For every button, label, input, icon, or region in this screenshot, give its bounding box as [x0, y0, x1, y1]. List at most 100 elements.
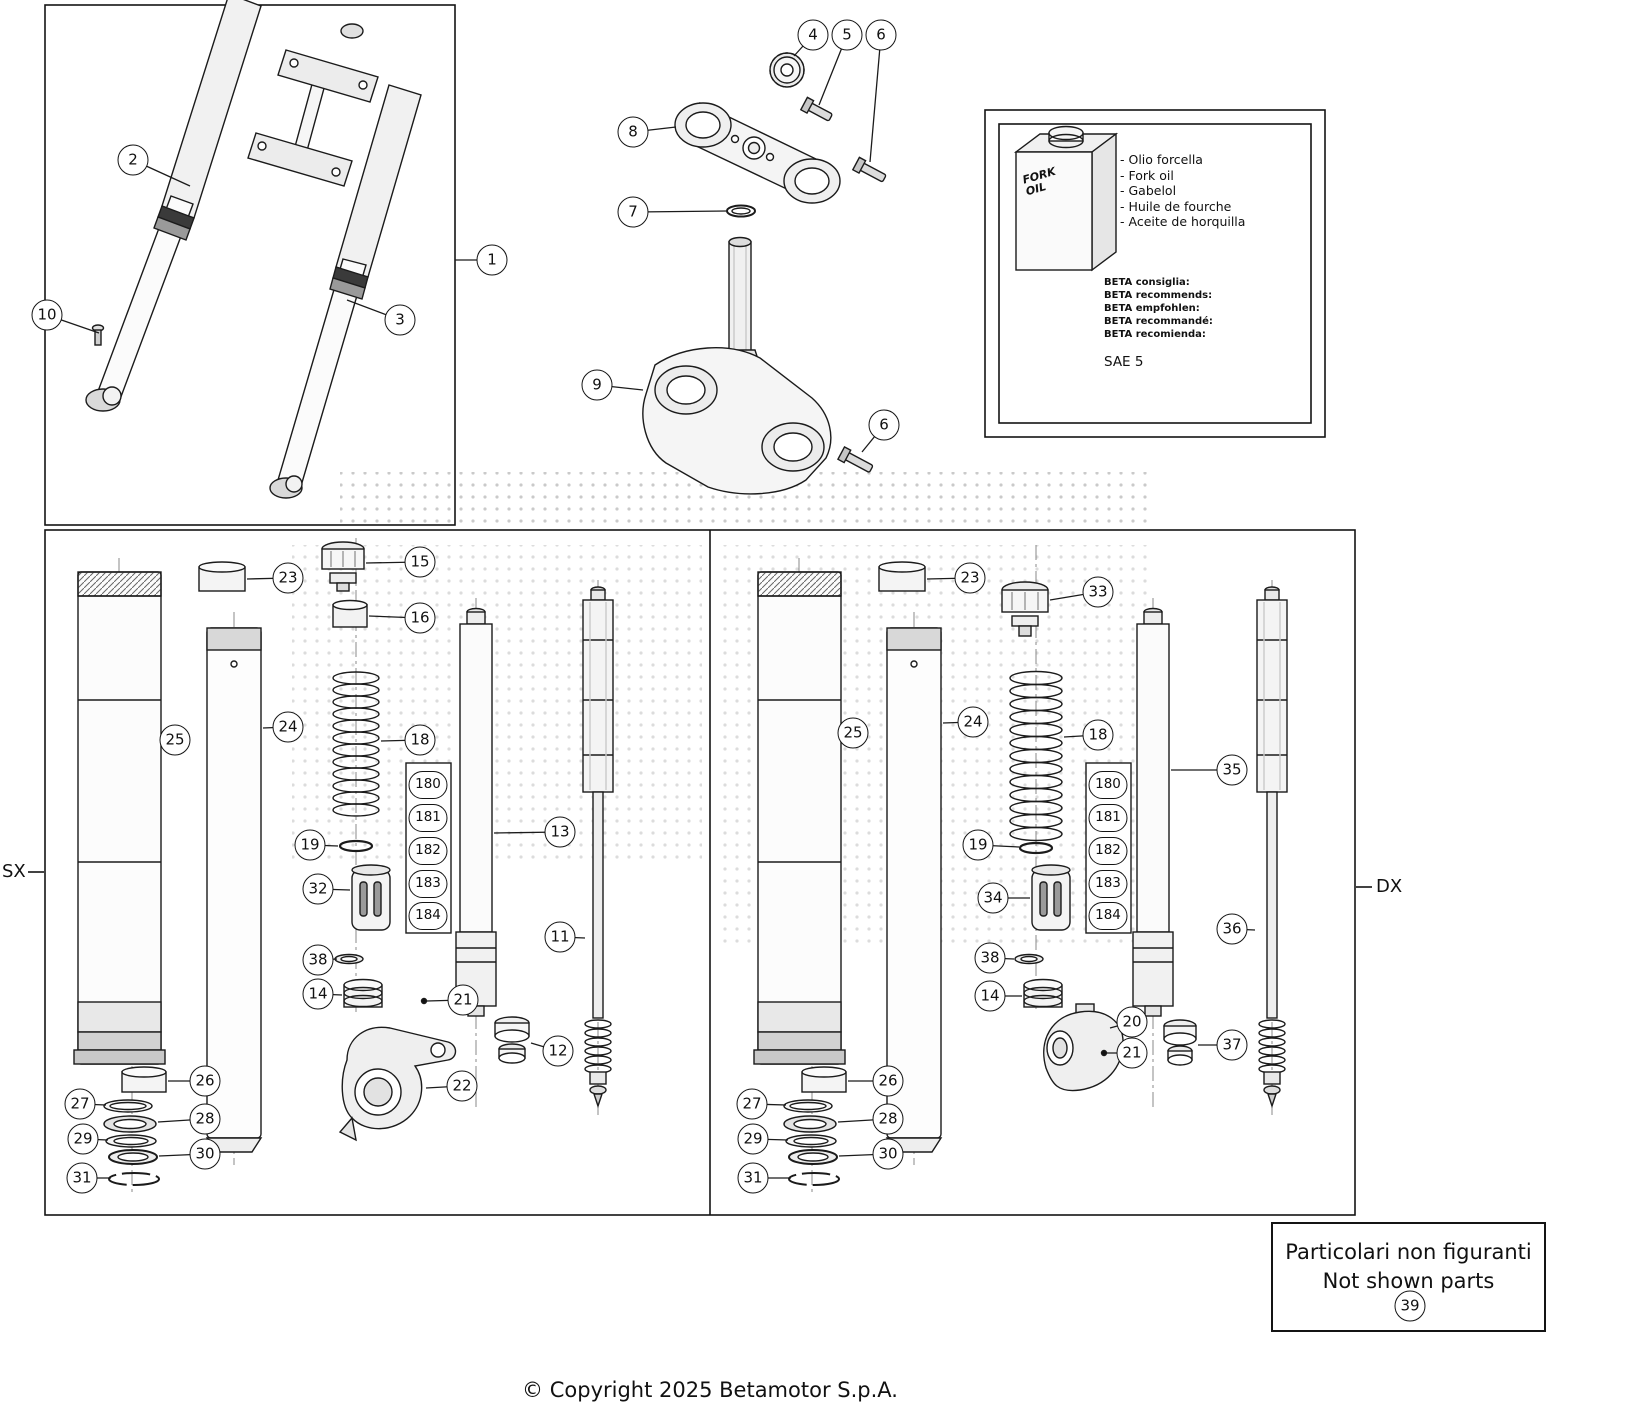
oil-name-line: - Aceite de horquilla [1120, 214, 1246, 229]
part-bushing-23-dx [878, 561, 926, 592]
beta-line: BETA recommends: [1104, 290, 1213, 301]
part-stack-12 [494, 1016, 530, 1064]
beta-line: BETA empfohlen: [1104, 303, 1200, 314]
leader-line-38 [989, 957, 1015, 960]
leader-line-22 [425, 1085, 463, 1089]
leader-line-19 [977, 844, 1020, 848]
part-valve-32 [351, 864, 391, 931]
leader-line-8 [632, 126, 677, 133]
oil-name-line: - Fork oil [1120, 167, 1174, 183]
leader-line-38 [317, 958, 338, 961]
part-spacer-16 [332, 599, 368, 628]
stem-nut [340, 23, 364, 39]
leader-line-28 [837, 1118, 889, 1123]
part-oring-19-dx [1018, 841, 1054, 855]
leader-line-10 [46, 314, 100, 334]
beta-recommendation-list: BETA consiglia: BETA recommends: BETA em… [1104, 276, 1213, 341]
leader-line-15 [365, 561, 421, 564]
part-cartridge-35 [1132, 607, 1174, 1017]
oil-name-list: - Olio forcella - Fork oil - Gabelol - H… [1120, 152, 1245, 230]
assembled-fork-illustration [85, 0, 422, 499]
oil-box-outer [984, 109, 1326, 438]
leader-line-2 [132, 159, 191, 187]
side-label-sx: SX [2, 861, 26, 882]
part-seat-14-dx [1023, 978, 1063, 1008]
part-bushing-23-sx [198, 561, 246, 592]
oil-name-line: - Olio forcella [1120, 152, 1203, 167]
side-label-dx: DX [1376, 876, 1403, 897]
leader-line-19 [309, 844, 339, 847]
leader-line-24 [942, 721, 974, 724]
part-damper-rod-36 [1256, 586, 1288, 1109]
leader-line-20 [1109, 1021, 1133, 1029]
leader-line-13 [493, 831, 561, 834]
part-cap-33 [1001, 581, 1049, 637]
leader-line-9 [596, 384, 644, 391]
sx-exploded-view [73, 541, 614, 1186]
leader-line-4 [793, 34, 814, 57]
seal-stack-sx [103, 1066, 167, 1186]
part-axle-holder-20 [1043, 1003, 1124, 1092]
beta-line: BETA recomienda: [1104, 329, 1206, 340]
oil-name-line: - Huile de fourche [1120, 198, 1232, 214]
seal-stack-dx [783, 1066, 847, 1186]
leader-line-6 [869, 34, 882, 163]
leader-line-28 [157, 1118, 206, 1123]
leader-line-11 [559, 936, 586, 939]
copyright-text: © Copyright 2025 Betamotor S.p.A. [522, 1378, 898, 1402]
screw-6-upper [851, 156, 887, 183]
leader-line-29 [752, 1138, 789, 1141]
part-valve-34 [1031, 864, 1071, 931]
leader-line-16 [368, 615, 421, 619]
leader-line-23 [926, 577, 971, 580]
part-cap-15 [321, 541, 365, 592]
leader-line-14 [317, 993, 343, 996]
part-inner-tube-sx [205, 627, 263, 1153]
oil-name-line: - Gabelol [1120, 183, 1177, 198]
leader-line-5 [818, 34, 848, 106]
leader-line-23 [246, 577, 289, 580]
leader-line-18 [1063, 734, 1099, 738]
part-outer-tube-sx [73, 571, 166, 1065]
part-stack-37 [1163, 1019, 1197, 1066]
leader-line-3 [346, 299, 401, 321]
part-axle-bracket-22 [338, 1026, 457, 1142]
steering-cap [769, 52, 805, 88]
not-shown-parts-box: Particolari non figuranti Not shown part… [1271, 1222, 1546, 1332]
not-shown-title-it: Particolari non figuranti [1285, 1240, 1532, 1264]
leader-line-21 [426, 999, 464, 1002]
part-spring-18-sx [332, 671, 380, 817]
leader-line-7 [632, 210, 728, 213]
point-21-dx [1100, 1049, 1108, 1057]
part-oring-19-sx [338, 839, 374, 853]
not-shown-title-en: Not shown parts [1322, 1269, 1495, 1293]
leader-line-32 [317, 888, 351, 891]
part-washer-38-sx [334, 953, 364, 965]
part-inner-tube-dx [885, 627, 943, 1153]
leader-line-27 [79, 1103, 107, 1106]
lower-clamp [247, 132, 353, 187]
leader-line-12 [530, 1042, 559, 1052]
part-damper-rod-11 [582, 586, 614, 1109]
leader-line-25 [842, 732, 854, 735]
lower-triple-clamp [642, 236, 874, 495]
screw-5 [799, 96, 833, 122]
part-outer-tube-dx [753, 571, 846, 1065]
leader-line-6 [861, 424, 885, 453]
leader-line-29 [82, 1138, 109, 1141]
leader-line-25 [162, 739, 176, 742]
oil-box-inner [998, 123, 1312, 424]
beta-line: BETA recommandé: [1104, 316, 1213, 327]
beta-line: BETA consiglia: [1104, 277, 1190, 288]
leader-line-27 [751, 1103, 787, 1106]
leader-line-33 [1049, 591, 1099, 601]
part-washer-38-dx [1014, 953, 1044, 965]
part-spring-18-dx [1009, 670, 1063, 842]
upper-triple-clamp [674, 52, 887, 218]
leader-line-30 [158, 1153, 206, 1157]
oil-canister [1013, 125, 1119, 272]
leader-line-24 [262, 726, 289, 729]
leader-line-30 [838, 1153, 889, 1157]
leader-line-36 [1231, 928, 1256, 931]
